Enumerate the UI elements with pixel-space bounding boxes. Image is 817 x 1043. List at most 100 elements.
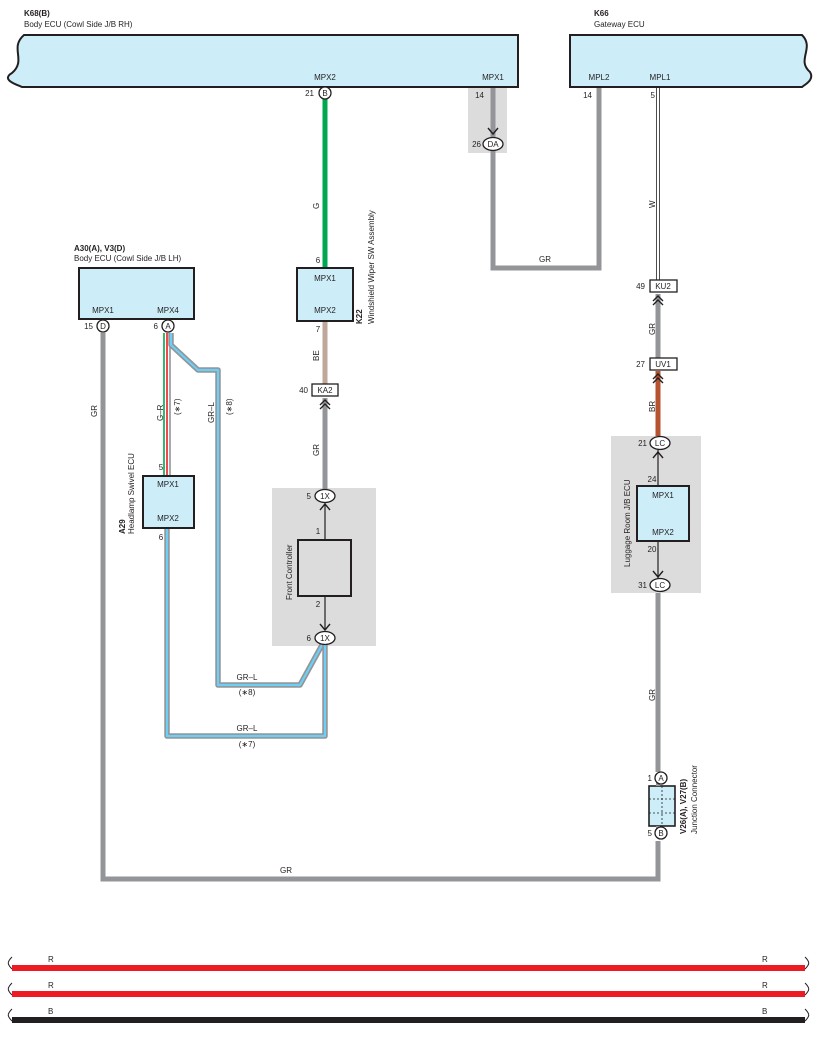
svg-text:21: 21 <box>638 439 647 448</box>
svg-text:R: R <box>762 981 768 990</box>
pin-da <box>482 136 504 152</box>
k66-gateway-ecu: K66 Gateway ECU MPL2 MPL1 <box>569 9 813 88</box>
svg-text:G–R: G–R <box>156 404 165 421</box>
k22-term-mpx1: MPX1 <box>314 274 336 283</box>
k22-term-mpx2: MPX2 <box>314 306 336 315</box>
svg-text:R: R <box>762 955 768 964</box>
svg-text:5: 5 <box>648 829 653 838</box>
pin-fc-bot <box>314 630 336 646</box>
svg-text:G: G <box>312 203 321 209</box>
pin-lc-bot <box>649 577 671 593</box>
svg-text:LC: LC <box>655 581 665 590</box>
svg-text:DA: DA <box>487 140 499 149</box>
svg-text:GR–L: GR–L <box>237 724 258 733</box>
svg-text:6: 6 <box>159 533 164 542</box>
k22-name: Windshield Wiper SW Assembly <box>367 210 376 324</box>
wire-gr-da-k66 <box>490 87 602 271</box>
svg-text:B: B <box>762 1007 767 1016</box>
a29-id: A29 <box>118 519 127 534</box>
pin-uv1 <box>649 357 678 371</box>
a29-term-mpx1: MPX1 <box>157 480 179 489</box>
svg-text:6: 6 <box>307 634 312 643</box>
v26-id: V26(A), V27(B) <box>679 779 688 834</box>
svg-text:(∗7): (∗7) <box>173 398 182 415</box>
a30-name: Body ECU (Cowl Side J/B LH) <box>74 254 181 263</box>
svg-text:KU2: KU2 <box>655 282 671 291</box>
pin-v26-b <box>654 826 668 840</box>
a29-name: Headlamp Swivel ECU <box>127 453 136 534</box>
svg-text:6: 6 <box>316 256 321 265</box>
svg-text:GR–L: GR–L <box>237 673 258 682</box>
k66-term-mpl1: MPL1 <box>650 73 671 82</box>
svg-text:6: 6 <box>154 322 159 331</box>
a30-id: A30(A), V3(D) <box>74 244 125 253</box>
svg-text:GR: GR <box>312 444 321 456</box>
front-controller-box <box>297 539 352 597</box>
k66-name: Gateway ECU <box>594 20 645 29</box>
a30-term-mpx4: MPX4 <box>157 306 179 315</box>
svg-text:A: A <box>165 322 171 331</box>
svg-text:KA2: KA2 <box>317 386 333 395</box>
luggage-term-mpx1: MPX1 <box>652 491 674 500</box>
luggage-box <box>636 485 690 542</box>
k66-id: K66 <box>594 9 609 18</box>
wires <box>100 87 661 882</box>
svg-text:GR–L: GR–L <box>207 402 216 423</box>
svg-text:31: 31 <box>638 581 647 590</box>
svg-text:14: 14 <box>475 91 484 100</box>
wire-gr-l-7 <box>165 528 327 738</box>
wire-gr-l-8 <box>169 333 323 687</box>
luggage-room-jb-ecu: MPX1 MPX2 Luggage Room J/B ECU <box>623 479 690 567</box>
wire-labels: G GR W GR BE GR GR G–R (∗7) GR–L (∗8) GR… <box>90 200 657 875</box>
svg-text:14: 14 <box>583 91 592 100</box>
svg-text:1X: 1X <box>320 492 330 501</box>
svg-text:GR: GR <box>648 689 657 701</box>
svg-text:21: 21 <box>305 89 314 98</box>
svg-text:26: 26 <box>472 140 481 149</box>
k68-ecu-box <box>6 34 519 88</box>
a30-body-ecu-lh: A30(A), V3(D) Body ECU (Cowl Side J/B LH… <box>74 244 195 320</box>
svg-text:A: A <box>658 774 664 783</box>
svg-text:1: 1 <box>316 527 321 536</box>
k68-name: Body ECU (Cowl Side J/B RH) <box>24 20 133 29</box>
svg-text:7: 7 <box>316 325 321 334</box>
pin-a30-a <box>161 319 175 333</box>
svg-text:20: 20 <box>648 545 657 554</box>
svg-text:B: B <box>322 89 327 98</box>
k68-body-ecu-rh: K68(B) Body ECU (Cowl Side J/B RH) MPX2 … <box>6 9 519 88</box>
pin-a30-d <box>96 319 110 333</box>
v26-junction-connector: V26(A), V27(B) Junction Connector <box>648 765 699 837</box>
svg-text:D: D <box>100 322 106 331</box>
k68-term-mpx1: MPX1 <box>482 73 504 82</box>
svg-text:49: 49 <box>636 282 645 291</box>
svg-text:B: B <box>48 1007 53 1016</box>
svg-text:2: 2 <box>316 600 321 609</box>
svg-text:40: 40 <box>299 386 308 395</box>
svg-text:B: B <box>658 829 663 838</box>
k66-term-mpl2: MPL2 <box>589 73 610 82</box>
k22-id: K22 <box>355 309 364 324</box>
wire-gr-loop <box>100 333 661 882</box>
luggage-term-mpx2: MPX2 <box>652 528 674 537</box>
svg-text:UV1: UV1 <box>655 360 671 369</box>
pin-v26-a <box>654 771 668 785</box>
svg-text:27: 27 <box>636 360 645 369</box>
svg-text:5: 5 <box>307 492 312 501</box>
a30-term-mpx1: MPX1 <box>92 306 114 315</box>
pin-ka2 <box>311 383 339 397</box>
svg-text:BE: BE <box>312 350 321 361</box>
k22-wiper-switch: MPX1 MPX2 K22 Windshield Wiper SW Assemb… <box>296 210 376 324</box>
svg-text:LC: LC <box>655 439 665 448</box>
svg-text:1: 1 <box>648 774 653 783</box>
front-controller-name: Front Controller <box>285 544 294 600</box>
pin-lc-top <box>649 435 671 451</box>
svg-text:24: 24 <box>648 475 657 484</box>
svg-text:BR: BR <box>648 401 657 412</box>
svg-text:R: R <box>48 955 54 964</box>
a29-box <box>142 475 195 529</box>
luggage-name: Luggage Room J/B ECU <box>623 479 632 567</box>
svg-text:GR: GR <box>90 405 99 417</box>
svg-text:R: R <box>48 981 54 990</box>
svg-text:15: 15 <box>84 322 93 331</box>
